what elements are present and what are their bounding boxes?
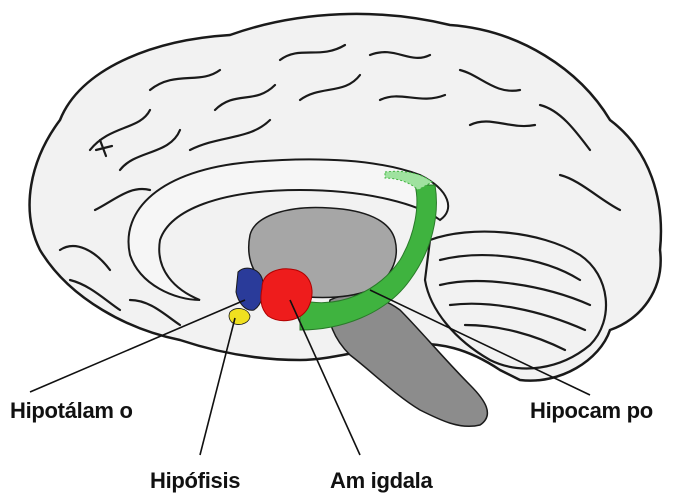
label-amygdala: Am igdala xyxy=(330,468,433,493)
label-hippocampus: Hipocam po xyxy=(530,398,653,423)
amygdala xyxy=(261,269,312,321)
label-hypothalamus: Hipotálam o xyxy=(10,398,133,423)
label-pituitary: Hipófisis xyxy=(150,468,240,493)
pituitary xyxy=(229,309,250,325)
